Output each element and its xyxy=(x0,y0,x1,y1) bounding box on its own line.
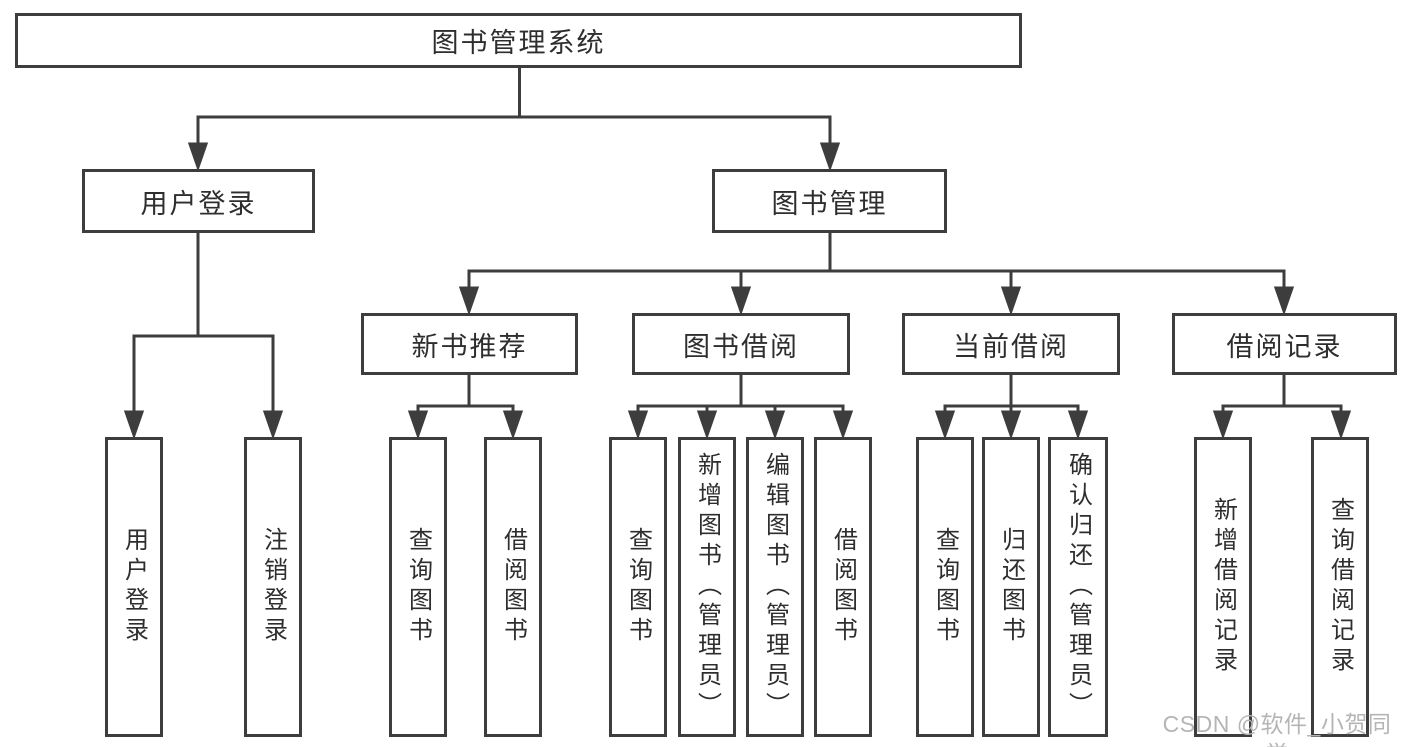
csdn-watermark: CSDN @软件_小贺同学 xyxy=(1162,711,1392,747)
node-rec-borrow-books: 借阅图书 xyxy=(484,437,542,737)
node-book-borrow: 图书借阅 xyxy=(632,313,850,375)
connector-book-management-to-level3 xyxy=(458,231,1295,316)
connector-user-login-to-children xyxy=(123,231,284,440)
node-bb-query-books: 查询图书 xyxy=(609,437,667,737)
connector-root-to-level2 xyxy=(187,66,841,172)
node-bb-edit-books-admin: 编辑图书（管理员） xyxy=(746,437,804,737)
node-cb-query-books: 查询图书 xyxy=(916,437,974,737)
connector-new-book-recommend-to-children xyxy=(407,374,524,440)
node-rec-query-books: 查询图书 xyxy=(389,437,447,737)
node-br-query-record: 查询借阅记录 xyxy=(1311,437,1369,737)
node-root: 图书管理系统 xyxy=(15,13,1022,68)
node-cb-confirm-return-admin: 确认归还（管理员） xyxy=(1048,437,1108,737)
node-login: 用户登录 xyxy=(105,437,163,737)
node-book-management: 图书管理 xyxy=(712,169,947,233)
node-current-borrow: 当前借阅 xyxy=(902,313,1120,375)
connector-book-borrow-to-children xyxy=(627,374,854,440)
connector-current-borrow-to-children xyxy=(934,374,1089,440)
node-bb-borrow-books: 借阅图书 xyxy=(814,437,872,737)
node-logout: 注销登录 xyxy=(244,437,302,737)
node-bb-add-books-admin: 新增图书（管理员） xyxy=(678,437,736,737)
node-user-login: 用户登录 xyxy=(82,169,315,233)
node-borrow-records: 借阅记录 xyxy=(1172,313,1397,375)
connector-borrow-records-to-children xyxy=(1212,374,1352,440)
node-cb-return-books: 归还图书 xyxy=(982,437,1040,737)
node-new-book-recommend: 新书推荐 xyxy=(361,313,578,375)
node-br-add-record: 新增借阅记录 xyxy=(1194,437,1252,737)
